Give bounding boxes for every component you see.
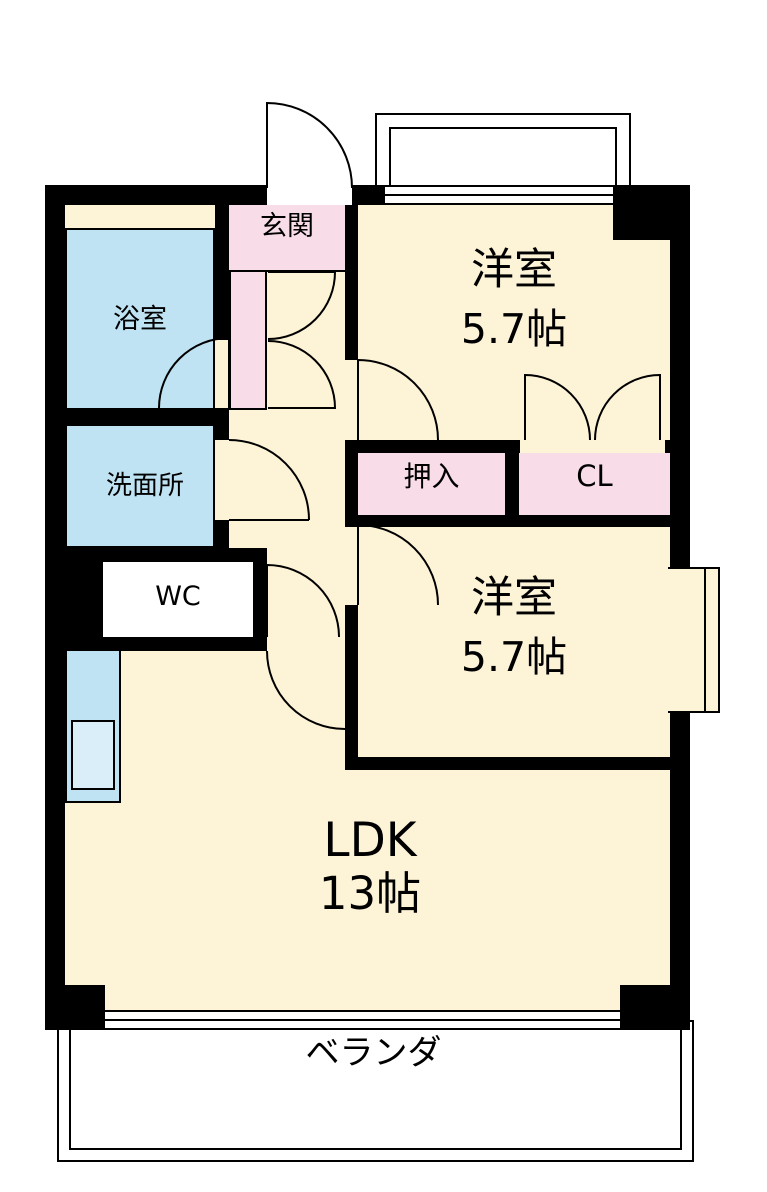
room-washroom <box>65 424 215 548</box>
wall-wc-left-block <box>65 562 103 651</box>
room-genkan <box>229 205 345 272</box>
wall-bath-washroom <box>65 410 229 424</box>
hall-closet <box>229 270 267 410</box>
wall-hall-bedroom1 <box>345 205 358 360</box>
wall-hall-bedroom2 <box>345 605 358 770</box>
wall-bedroom1-cl-end <box>665 440 690 453</box>
bedroom1-label: 洋室 <box>471 245 557 295</box>
entry-door-opening <box>267 185 352 205</box>
oshiire-label: 押入 <box>403 460 460 493</box>
bathroom-label: 浴室 <box>113 304 167 335</box>
wall-corner-top-right <box>613 185 690 240</box>
wall-right-upper <box>670 240 690 567</box>
bedroom2-label: 洋室 <box>471 573 557 623</box>
genkan-label: 玄関 <box>260 211 314 242</box>
wall-corner-bottom-left <box>45 985 105 1030</box>
wall-wc-ldk <box>45 637 267 651</box>
wall-wc-right <box>253 562 267 651</box>
veranda-label: ベランダ <box>305 1033 442 1073</box>
wall-bedroom2-ldk <box>345 757 690 770</box>
wall-top-left <box>45 185 267 205</box>
window-glass-line <box>105 1019 620 1021</box>
wall-right-lower <box>670 713 690 985</box>
wall-bath-hall-upper <box>215 205 229 340</box>
closet-cl <box>519 453 670 515</box>
bay-window-glass-line <box>704 569 706 711</box>
wall-oshiire-cl <box>505 440 519 527</box>
window-ldk <box>105 1010 620 1030</box>
room-wc <box>103 562 253 637</box>
wc-label: WC <box>155 581 201 612</box>
top-balcony-inner-outline <box>389 127 617 194</box>
cl-label: CL <box>576 459 613 493</box>
wall-top-mid <box>352 185 385 205</box>
bedroom2-size: 5.7帖 <box>460 633 568 681</box>
kitchen-sink <box>71 720 115 790</box>
entry-door-arc <box>266 101 353 189</box>
window-bedroom1 <box>385 185 613 205</box>
wall-closet-bedroom2 <box>345 515 690 527</box>
veranda-inner-outline <box>69 1020 682 1150</box>
wall-hall-mid <box>345 440 358 525</box>
closet-oshiire <box>358 453 505 515</box>
wall-left <box>45 185 65 1030</box>
ldk-size: 13帖 <box>318 867 422 920</box>
bay-window <box>668 567 720 713</box>
ldk-label: LDK <box>323 813 417 868</box>
wall-bedroom1-oshiire <box>345 440 520 453</box>
washroom-label: 洗面所 <box>105 471 184 501</box>
wall-washroom-wc <box>65 548 267 562</box>
wall-corner-bottom-right <box>620 985 690 1030</box>
window-glass-line <box>385 194 613 196</box>
bedroom1-size: 5.7帖 <box>460 305 568 353</box>
